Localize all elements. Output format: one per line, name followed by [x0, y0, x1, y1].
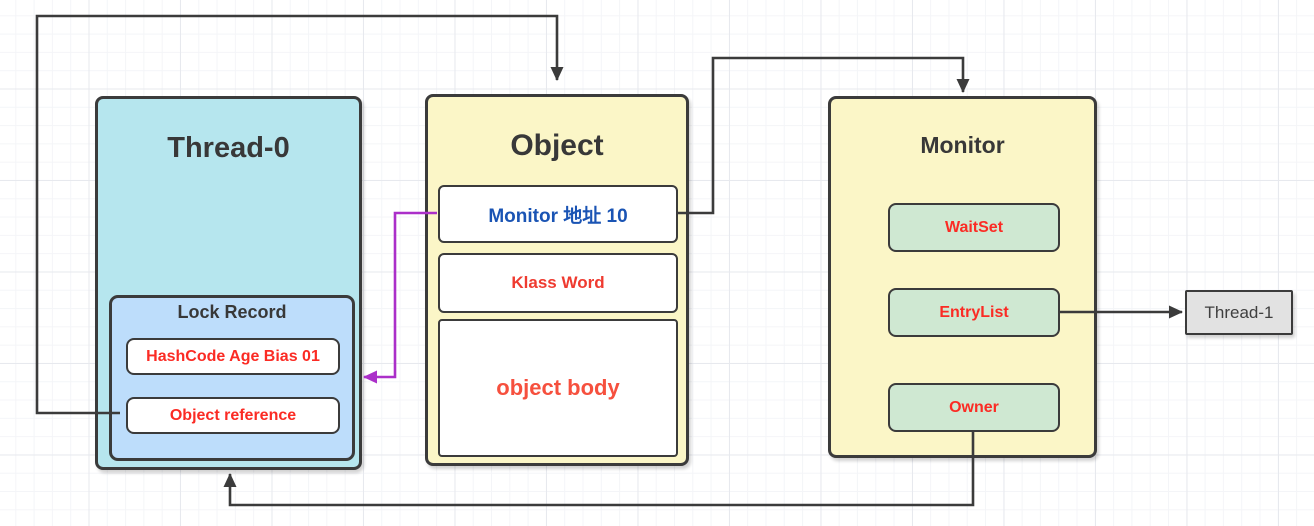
entrylist-label: EntryList [939, 303, 1009, 321]
object-title: Object [510, 129, 604, 162]
owner-label: Owner [949, 398, 999, 416]
lock-record-title: Lock Record [177, 302, 287, 322]
entrylist-row[interactable]: EntryList [888, 288, 1060, 337]
monitor-node[interactable]: Monitor WaitSet EntryList Owner [828, 96, 1097, 458]
wire-monitoraddr-to-lockrecord[interactable] [363, 211, 437, 384]
object-body-label: object body [496, 375, 620, 400]
object-body-row[interactable]: object body [438, 319, 678, 457]
thread1-node[interactable]: Thread-1 [1185, 290, 1293, 335]
wire-owner-to-lockrecord[interactable] [223, 432, 975, 507]
klass-word-row[interactable]: Klass Word [438, 253, 678, 313]
hashcode-age-bias-row[interactable]: HashCode Age Bias 01 [126, 338, 340, 375]
hashcode-age-bias-label: HashCode Age Bias 01 [146, 347, 320, 365]
wire-monitoraddr-to-monitor[interactable] [676, 56, 970, 215]
monitor-address-row[interactable]: Monitor 地址 10 [438, 185, 678, 243]
monitor-title: Monitor [920, 132, 1005, 158]
klass-word-label: Klass Word [511, 273, 605, 292]
thread0-node[interactable]: Thread-0 Lock Record HashCode Age Bias 0… [95, 96, 362, 470]
waitset-row[interactable]: WaitSet [888, 203, 1060, 252]
waitset-label: WaitSet [944, 218, 1004, 236]
monitor-address-label: Monitor 地址 10 [488, 205, 628, 227]
thread1-label: Thread-1 [1204, 302, 1274, 322]
object-reference-label: Object reference [169, 406, 297, 424]
wire-objectref-to-object[interactable] [35, 14, 564, 415]
object-reference-row[interactable]: Object reference [126, 397, 340, 434]
owner-row[interactable]: Owner [888, 383, 1060, 432]
lock-record-node[interactable]: Lock Record HashCode Age Bias 01 Object … [109, 295, 355, 461]
object-node[interactable]: Object Monitor 地址 10 Klass Word object b… [425, 94, 689, 466]
thread0-title: Thread-0 [167, 132, 290, 164]
